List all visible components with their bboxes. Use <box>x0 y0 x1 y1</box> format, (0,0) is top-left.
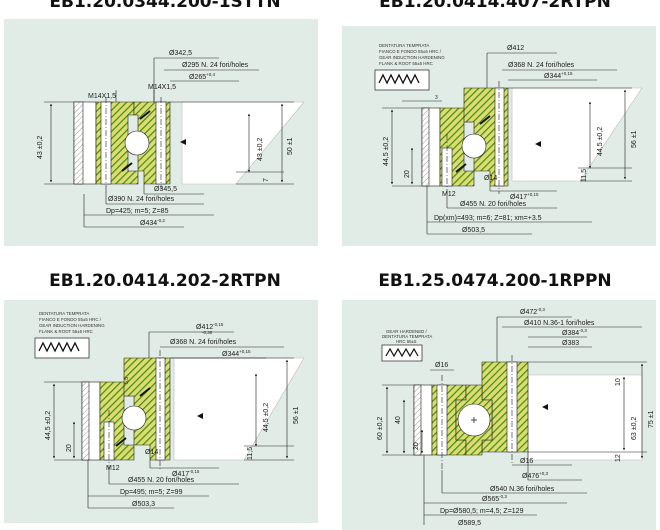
dim-d434: Ø434-0,2 <box>140 218 165 227</box>
dim-d503: Ø503,3 <box>132 501 155 508</box>
dim-h3: 3 <box>435 95 438 101</box>
dim-d344: Ø344+0,15 <box>222 349 251 358</box>
hardening-note-line-2: FIANCO E FONDO 55±5 HRC / <box>39 317 102 322</box>
hardening-note-line-2: FIANCO E FONDO 55±5 HRC / <box>379 49 442 54</box>
dim-h44-right: 44,5 ±0,2 <box>597 127 604 156</box>
dim-h63: 63 ±0,2 <box>631 417 638 440</box>
dim-h43-left: 43 ±0,2 <box>37 136 44 159</box>
dim-h11: 11,5 <box>247 447 254 460</box>
dim-h43-right: 43 ±0,2 <box>257 138 264 161</box>
gear-spec: Dp=Ø580,5; m=4,5; Z=129 <box>440 508 524 515</box>
dim-h44-right: 44,5 ±0,2 <box>263 403 270 432</box>
dim-m12: M12 <box>106 465 120 472</box>
dim-h12: 12 <box>615 454 622 462</box>
hardening-note-line-2: DENTATURA TEMPRATA <box>382 334 432 339</box>
dim-d565: Ø565-0,3 <box>482 494 507 503</box>
hardening-note-line-3: HRC 55±5 <box>396 339 417 344</box>
dim-d503: Ø503,5 <box>462 227 485 234</box>
dim-d342: Ø342,5 <box>169 50 192 57</box>
dim-holes-bottom: Ø455 N. 20 fori/holes <box>460 201 527 208</box>
dim-d417: Ø417-0,15 <box>172 469 200 478</box>
bearing-drawing-2: DENTATURA TEMPRATA FIANCO E FONDO 55±5 H… <box>342 26 656 246</box>
hardening-note-line-3: GEAR INDUCTION HARDENING <box>39 323 105 328</box>
dim-m12: M12 <box>442 191 456 198</box>
bearing-drawing-1: Ø342,5 Ø295 N. 24 fori/holes Ø265+0,4 M1… <box>4 19 318 246</box>
dim-d412-lower-tol: -0,30 <box>202 330 213 335</box>
bearing-drawing-4: GEAR HARDENED / DENTATURA TEMPRATA HRC 5… <box>342 300 656 530</box>
dim-holes-top: Ø368 N. 24 fori/holes <box>170 339 237 346</box>
dim-d417: Ø417+0,15 <box>510 192 539 201</box>
dim-d476: Ø476+0,3 <box>522 471 549 480</box>
dim-holes-bottom: Ø455 N. 20 fori/holes <box>128 477 195 484</box>
hardening-note-line-1: DENTATURA TEMPRATA <box>379 43 429 48</box>
dim-d14: Ø14 <box>484 175 497 182</box>
hardening-note-line-1: GEAR HARDENED / <box>386 329 428 334</box>
dim-m14-right: M14X1,5 <box>148 84 176 91</box>
dim-holes-top: Ø410 N.36-1 fori/holes <box>524 320 595 327</box>
drawing-title-3: EB1.20.0414.202-2RTPN <box>49 271 281 291</box>
drawing-title-1: EB1.20.0344.200-1STTN <box>49 0 281 12</box>
dim-holes-bottom: Ø390 N. 24 fori/holes <box>108 196 175 203</box>
dim-d384: Ø384-0,3 <box>562 328 587 337</box>
dim-d345: Ø345,5 <box>154 186 177 193</box>
dim-h56: 56 ±1 <box>293 406 300 424</box>
hardening-note-line-4: FLANK & ROOT 55±5 HRC <box>379 61 433 66</box>
dim-h40: 40 <box>395 416 402 424</box>
dim-h20: 20 <box>404 170 411 178</box>
dim-d344: Ø344+0,15 <box>544 71 573 80</box>
dim-d16-top: Ø16 <box>435 362 448 369</box>
drawing-title-4: EB1.25.0474.200-1RPPN <box>378 271 612 291</box>
dim-d589: Ø589,5 <box>458 520 481 527</box>
dim-h20: 20 <box>413 442 420 450</box>
dim-d412: Ø412-0,15 <box>196 322 224 331</box>
hardening-note-line-3: GEAR INDUCTION HARDENING <box>379 55 445 60</box>
dim-holes-bottom: Ø540 N.36 fori/holes <box>490 486 555 493</box>
dim-h60: 60 ±0,2 <box>377 417 384 440</box>
dim-d412: Ø412 <box>507 45 524 52</box>
dim-m14-left: M14X1,5 <box>88 93 116 100</box>
dim-holes-top: Ø368 N. 24 fori/holes <box>508 62 575 69</box>
hardening-note-line-4: FLANK & ROOT 55±5 HRC <box>39 329 93 334</box>
gear-spec: Dp(xm)=493; m=6; Z=81; xm=+3.5 <box>434 215 542 222</box>
dim-h50: 50 ±1 <box>287 137 294 155</box>
dim-h7: 7 <box>263 178 270 182</box>
bearing-drawing-3: DENTATURA TEMPRATA FIANCO E FONDO 55±5 H… <box>4 300 318 523</box>
dim-d472: Ø472-0,3 <box>520 307 545 316</box>
dim-d383: Ø383 <box>562 340 579 347</box>
dim-h20: 20 <box>66 444 73 452</box>
dim-h44-left: 44,5 ±0,2 <box>383 137 390 166</box>
dim-d14: Ø14 <box>145 449 158 456</box>
dim-d265: Ø265+0,4 <box>189 72 216 81</box>
gear-spec: Dp=425; m=5; Z=85 <box>106 208 169 215</box>
dim-d16-bottom: Ø16 <box>520 458 533 465</box>
dim-h10: 10 <box>615 378 622 386</box>
drawing-title-2: EB1.20.0414.407-2RTPN <box>379 0 611 12</box>
dim-h75: 75 ±1 <box>648 410 655 428</box>
gear-spec: Dp=495; m=5; Z=99 <box>120 489 183 496</box>
dim-holes-top: Ø295 N. 24 fori/holes <box>182 62 249 69</box>
hardening-note-line-1: DENTATURA TEMPRATA <box>39 311 89 316</box>
dim-h44-left: 44,5 ±0,2 <box>45 411 52 440</box>
dim-h11: 11,5 <box>581 169 588 182</box>
dim-h5: 5,5 <box>124 377 130 384</box>
dim-h56: 56 ±1 <box>631 130 638 148</box>
